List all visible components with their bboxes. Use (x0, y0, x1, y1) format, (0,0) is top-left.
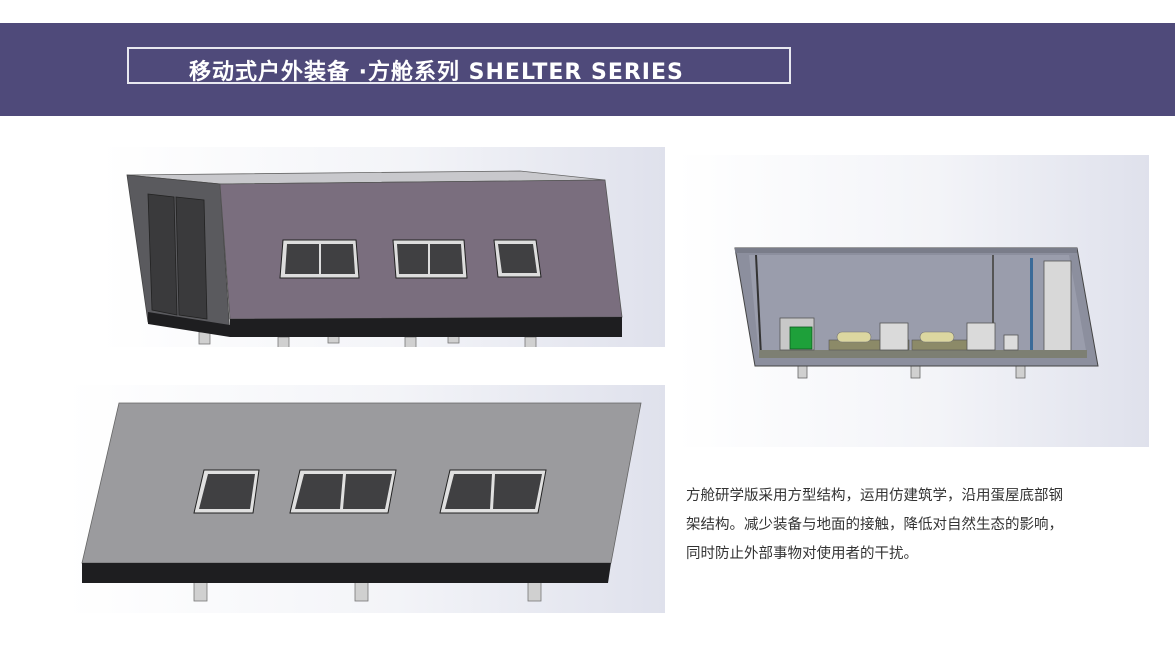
support-leg (277, 336, 290, 347)
waste-bin (1003, 334, 1019, 351)
base-stripe (82, 563, 611, 583)
window (392, 239, 468, 279)
description-line: 架结构。减少装备与地面的接触，降低对自然生态的影响， (686, 517, 1063, 533)
title-frame: 移动式户外装备 ·方舱系列 SHELTER SERIES (127, 47, 791, 85)
shelter-interior-section (677, 155, 1149, 447)
description-line: 方舱研学版采用方型结构，运用仿建筑学，沿用蛋屋底部钢 (686, 488, 1063, 504)
shelter-exterior-perspective (100, 147, 665, 347)
shelter-side-elevation (66, 385, 665, 613)
window (193, 469, 260, 514)
description-line: 同时防止外部事物对使用者的干扰。 (686, 546, 918, 562)
base-stripe (230, 317, 622, 337)
support-leg (524, 336, 537, 347)
pillow (836, 331, 872, 343)
door-panel (147, 193, 178, 316)
nightstand (879, 322, 909, 351)
wardrobe (1043, 260, 1072, 357)
support-leg (198, 331, 211, 345)
description-text: 方舱研学版采用方型结构，运用仿建筑学，沿用蛋屋底部钢 架结构。减少装备与地面的接… (686, 482, 1126, 569)
pillow (919, 331, 955, 343)
support-leg (527, 580, 542, 602)
door-panel (175, 196, 208, 320)
window (493, 239, 542, 278)
window (439, 469, 547, 514)
nightstand (966, 322, 996, 351)
page-title: 移动式户外装备 ·方舱系列 SHELTER SERIES (189, 60, 684, 85)
window (289, 469, 397, 514)
support-leg (404, 336, 417, 347)
window (279, 239, 360, 279)
base-stripe (148, 312, 230, 337)
interior-space (749, 255, 1087, 356)
support-leg (354, 580, 369, 602)
header-banner: 移动式户外装备 ·方舱系列 SHELTER SERIES (0, 23, 1175, 116)
support-leg (193, 580, 208, 602)
